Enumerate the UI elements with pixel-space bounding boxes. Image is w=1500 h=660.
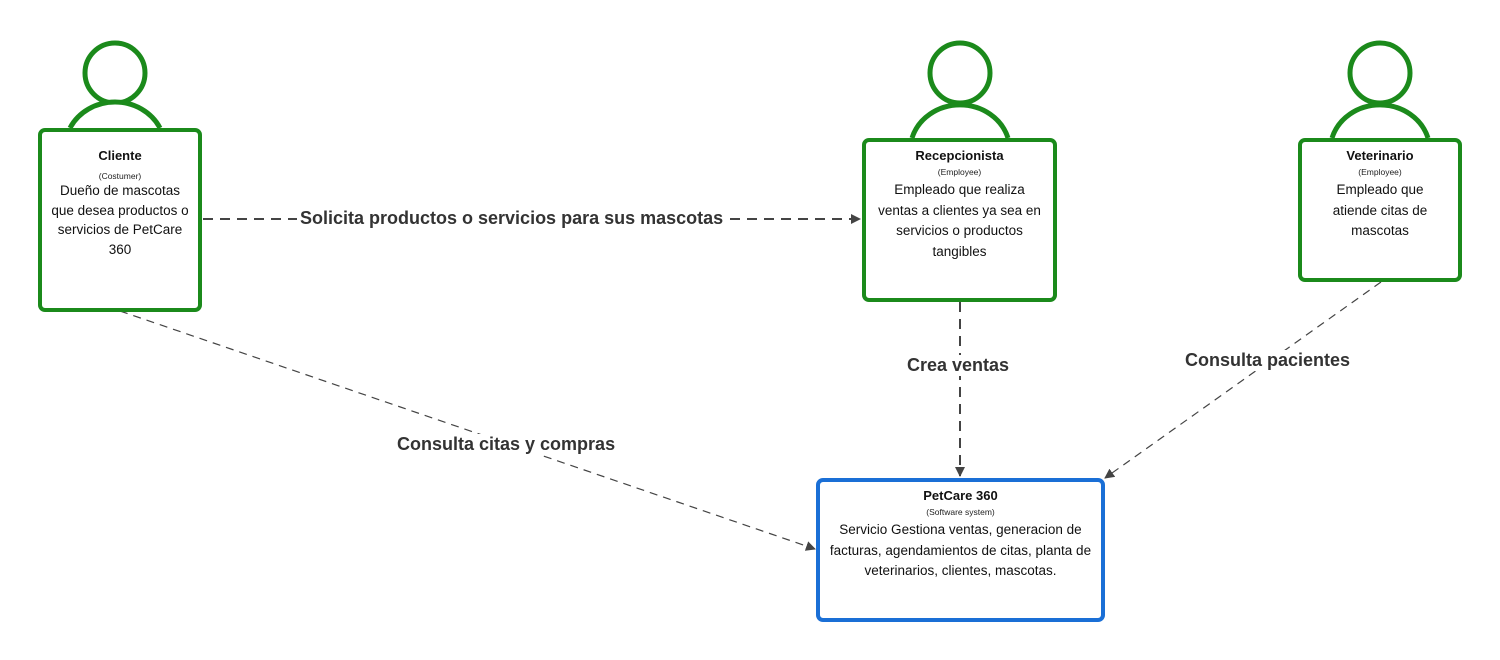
edge-label-veterinario-petcare: Consulta pacientes xyxy=(1182,350,1354,371)
veterinario-person-icon xyxy=(1329,40,1431,139)
node-title: PetCare 360 xyxy=(923,488,998,503)
edge-label-cliente-recepcionista: Solicita productos o servicios para sus … xyxy=(297,208,727,229)
node-description: Servicio Gestiona ventas, generacion de … xyxy=(829,522,1092,578)
veterinario-node[interactable]: Veterinario (Employee) Empleado que atie… xyxy=(1298,138,1462,282)
edge-label-cliente-petcare: Consulta citas y compras xyxy=(394,434,619,455)
node-type: (Employee) xyxy=(937,167,982,177)
node-type: (Software system) xyxy=(926,507,995,517)
node-description: Empleado que atiende citas de mascotas xyxy=(1332,182,1428,238)
node-title: Recepcionista xyxy=(915,148,1004,163)
edge-veterinario-petcare xyxy=(1104,281,1382,479)
petcare-system-node[interactable]: PetCare 360 (Software system) Servicio G… xyxy=(816,478,1105,622)
recepcionista-node[interactable]: Recepcionista (Employee) Empleado que re… xyxy=(862,138,1057,302)
node-title: Cliente xyxy=(98,148,142,163)
recepcionista-person-icon xyxy=(909,40,1011,139)
node-description: Dueño de mascotas que desea productos o … xyxy=(51,183,189,257)
node-title: Veterinario xyxy=(1346,148,1414,163)
cliente-person-icon xyxy=(67,40,163,130)
cliente-node[interactable]: Cliente (Costumer) Dueño de mascotas que… xyxy=(38,128,202,312)
edge-cliente-petcare xyxy=(119,310,816,551)
node-type: (Costumer) xyxy=(98,171,142,181)
node-type: (Employee) xyxy=(1358,167,1402,177)
node-description: Empleado que realiza ventas a clientes y… xyxy=(878,182,1041,259)
edge-label-recepcionista-petcare: Crea ventas xyxy=(904,355,1013,376)
